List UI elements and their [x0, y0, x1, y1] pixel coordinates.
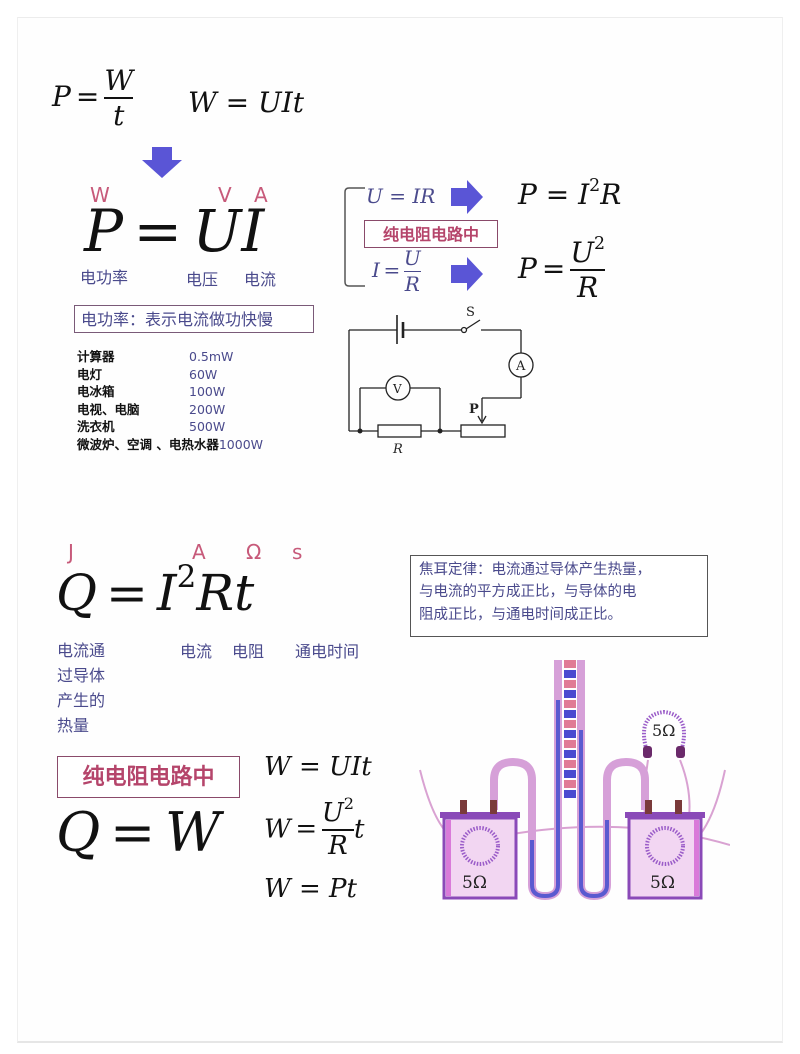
right-arrow-icon — [451, 257, 483, 291]
formula-w-uit-2: W = UIt — [264, 752, 372, 782]
joule-experiment-apparatus: 5Ω 5Ω 5Ω — [419, 660, 730, 901]
formula-w-pt: W = Pt — [264, 874, 357, 904]
label-current-2: 电流 — [180, 642, 213, 661]
label-heat: 电流通 过导体 产生的 热量 — [57, 641, 106, 735]
unit-joule: J — [68, 540, 74, 564]
parallel-resistor-label: 5Ω — [652, 721, 675, 740]
label-power: 电功率 — [80, 268, 129, 287]
ammeter-label: A — [515, 359, 526, 374]
unit-second: s — [292, 540, 303, 564]
unit-ampere: A — [254, 183, 268, 207]
resistor-label: R — [392, 442, 403, 457]
formula-q-i2rt: Q=I2Rt — [56, 558, 255, 622]
label-voltage: 电压 — [186, 270, 219, 289]
power-definition-box: 电功率：表示电流做功快慢 — [74, 305, 314, 333]
pure-resistance-label-1: 纯电阻电路中 — [364, 220, 498, 248]
left-resistor-label: 5Ω — [462, 873, 487, 893]
right-arrow-icon — [451, 180, 483, 214]
slider-label: P — [469, 402, 479, 417]
joule-law-box: 焦耳定律：电流通过导体产生热量， 与电流的平方成正比，与导体的电 阻成正比，与通… — [410, 555, 708, 637]
formula-q-w: Q=W — [56, 801, 221, 864]
right-resistor-label: 5Ω — [650, 873, 675, 893]
label-time: 通电时间 — [295, 642, 360, 661]
unit-ohm: Ω — [246, 540, 262, 564]
label-current: 电流 — [244, 270, 277, 289]
circuit-diagram: S A V P R — [348, 305, 534, 457]
unit-ampere-2: A — [192, 540, 206, 564]
label-resistance: 电阻 — [232, 642, 265, 661]
pure-resistance-label-2: 纯电阻电路中 — [57, 756, 240, 798]
down-arrow-icon — [142, 147, 182, 178]
unit-volt: V — [218, 183, 232, 207]
bracket — [344, 187, 365, 287]
formula-p-i2r: P = I2R — [518, 175, 622, 211]
formula-w-uit: W = UIt — [188, 86, 304, 119]
unit-watt: W — [90, 183, 110, 207]
voltmeter-label: V — [392, 382, 402, 396]
switch-label: S — [466, 305, 475, 320]
formula-p-ui: P=UI — [84, 197, 265, 265]
formula-u-ir: U = IR — [366, 184, 436, 208]
